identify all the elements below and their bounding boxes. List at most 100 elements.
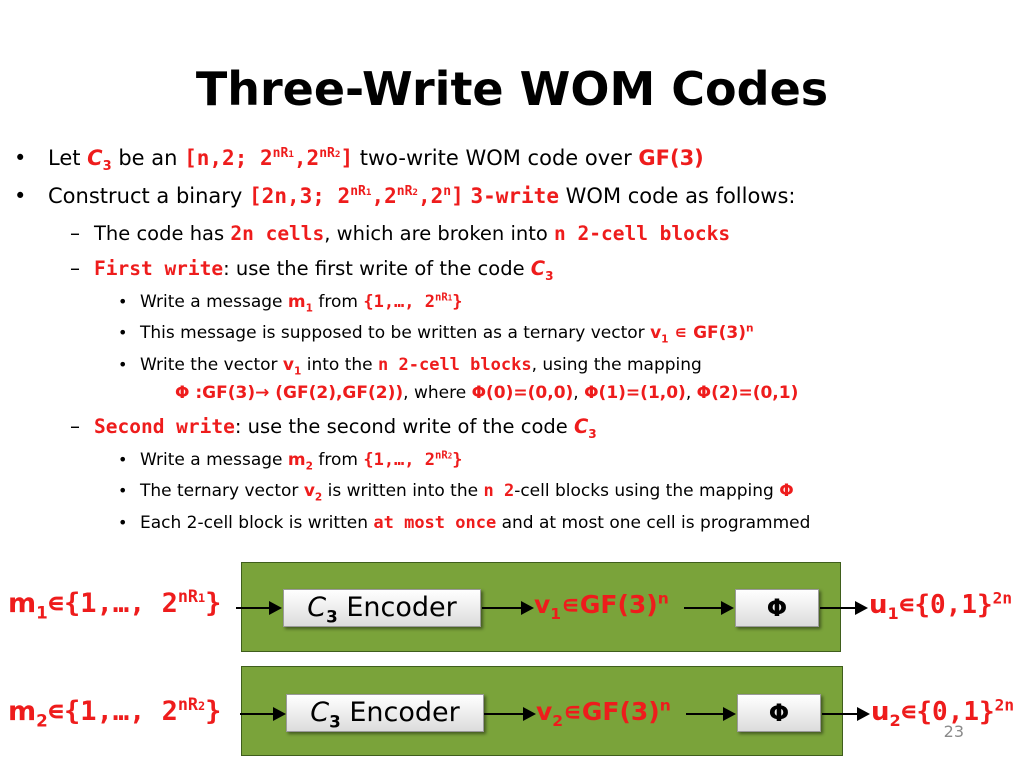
line-9-run-3: C xyxy=(573,415,589,438)
line-9-run-2: : use the second write of the code xyxy=(234,415,574,438)
line-1-run-7: 1 xyxy=(288,149,294,160)
row2-mid-v: v xyxy=(536,697,553,726)
row2-output-sup: 2n xyxy=(994,695,1015,715)
line-1-run-1: Let xyxy=(48,146,88,170)
line-5-run-4: from xyxy=(312,292,364,312)
line-1-run-13: GF(3) xyxy=(638,146,704,170)
bullet-line-4: First write: use the first write of the … xyxy=(94,257,554,283)
row2-input-close: } xyxy=(205,696,222,727)
row1-arrow-mid1 xyxy=(482,601,534,615)
line-7-run-2: v xyxy=(282,355,295,375)
row2-encoder-c: C xyxy=(310,697,330,728)
line-4-run-3: C xyxy=(530,257,546,280)
line-9-run-4: 3 xyxy=(588,426,597,441)
line-1-run-11: ] xyxy=(340,146,354,170)
line-10-run-7: 2 xyxy=(447,451,453,461)
line-1-run-6: nR xyxy=(272,146,289,161)
bullet-marker-level-2: – xyxy=(70,221,80,245)
row1-mid-sup: n xyxy=(657,589,669,608)
row2-output-sub: 2 xyxy=(889,711,901,731)
bullet-marker-level-2: – xyxy=(70,256,80,280)
line-8-run-7: Φ(2)=(0,1) xyxy=(696,383,799,403)
line-10-run-1: Write a message xyxy=(140,450,288,470)
line-5-run-6: nR xyxy=(435,291,448,304)
line-10-run-4: from xyxy=(312,450,364,470)
line-6-run-1: This message is supposed to be written a… xyxy=(140,323,651,343)
line-10-run-3: 2 xyxy=(305,460,313,473)
line-8-run-4: , xyxy=(573,383,585,403)
line-7-run-4: into the xyxy=(301,355,379,375)
line-5-run-3: 1 xyxy=(305,302,313,315)
row1-input-sup2: 1 xyxy=(198,591,206,605)
bullet-line-10: Write a message m2 from {1,…, 2nR2} xyxy=(140,450,463,473)
row2-input-sub: 2 xyxy=(36,710,48,731)
line-2-run-1: Construct a binary xyxy=(48,184,250,208)
row1-encoder: C3 Encoder xyxy=(283,589,481,627)
line-11-run-5: n 2 xyxy=(483,481,515,501)
line-3-run-3: , which are broken into xyxy=(324,222,555,245)
row1-output-label: u1∊{0,1}2n xyxy=(869,590,1012,624)
line-10-run-2: m xyxy=(287,450,306,470)
row1-input-close: } xyxy=(205,588,222,619)
line-6-run-2: v xyxy=(650,323,662,343)
line-12-run-1: Each 2-cell block is written xyxy=(140,513,374,533)
line-1-run-12: two-write WOM code over xyxy=(353,146,639,170)
row1-arrow-out xyxy=(820,601,868,615)
row2-arrow-out xyxy=(822,707,870,721)
row1-output-sub: 1 xyxy=(887,604,899,624)
row2-mid-label: v2∊GF(3)n xyxy=(536,697,671,729)
line-7-run-3: 1 xyxy=(294,365,302,378)
row2-arrow-mid2 xyxy=(686,707,736,721)
line-1-run-5: [n,2; 2 xyxy=(184,146,273,170)
row1-phi-block: Φ xyxy=(735,589,819,627)
row2-input-label: m2∊{1,…, 2nR2} xyxy=(8,694,222,731)
row2-arrow-in xyxy=(240,707,286,721)
line-11-run-6: -cell blocks using the mapping xyxy=(514,481,780,501)
bullet-marker-level-2: – xyxy=(70,414,80,438)
line-11-run-4: is written into the xyxy=(322,481,484,501)
line-1-run-2: C xyxy=(87,146,103,170)
line-2-run-8: ,2 xyxy=(417,184,444,208)
line-1-run-10: 2 xyxy=(334,149,341,160)
bullet-line-2: Construct a binary [2n,3; 2nR1,2nR2,2n] … xyxy=(48,184,796,208)
row1-encoder-label: Encoder xyxy=(337,592,457,623)
line-2-run-12: 3-write xyxy=(470,184,559,208)
line-7-run-1: Write the vector xyxy=(140,355,283,375)
row1-mid-rest: ∊GF(3) xyxy=(561,590,658,619)
bullet-line-3: The code has 2n cells, which are broken … xyxy=(94,222,730,245)
row2-arrow-mid1 xyxy=(484,707,536,721)
line-7-run-5: n 2-cell blocks xyxy=(378,355,532,375)
row2-input-sup: nR xyxy=(177,694,198,714)
row1-mid-label: v1∊GF(3)n xyxy=(534,589,669,622)
row1-input-sub: 1 xyxy=(36,602,48,623)
line-11-run-2: v xyxy=(303,481,315,501)
bullet-marker-level-3: • xyxy=(118,355,128,374)
bullet-marker-level-1: • xyxy=(14,184,27,208)
line-11-run-1: The ternary vector xyxy=(140,481,304,501)
line-4-run-4: 3 xyxy=(545,268,554,283)
line-4-run-1: First write xyxy=(94,257,224,280)
line-5-run-7: 1 xyxy=(447,293,453,303)
row1-phi-label: Φ xyxy=(766,594,788,622)
line-2-run-13: WOM code as follows: xyxy=(558,184,796,208)
line-2-run-3: nR xyxy=(350,184,366,199)
line-10-run-5: {1,…, 2 xyxy=(363,450,435,470)
line-10-run-8: } xyxy=(452,450,463,470)
line-2-run-6: nR xyxy=(396,184,413,199)
line-11-run-7: Φ xyxy=(779,481,794,501)
row1-input-rest: ∊{1,…, 2 xyxy=(47,588,178,619)
line-9-run-1: Second write xyxy=(94,415,235,438)
bullet-marker-level-3: • xyxy=(118,292,128,311)
bullet-line-6: This message is supposed to be written a… xyxy=(140,323,754,345)
bullet-marker-level-1: • xyxy=(14,146,27,170)
line-3-run-1: The code has xyxy=(94,222,231,245)
line-2-run-4: 1 xyxy=(365,187,372,198)
row2-encoder-label: Encoder xyxy=(340,697,460,728)
row2-phi-block: Φ xyxy=(737,694,821,732)
row1-input-label: m1∊{1,…, 2nR1} xyxy=(8,588,222,623)
line-3-run-4: n 2-cell blocks xyxy=(554,222,731,245)
line-8-run-2: , where xyxy=(403,383,472,403)
row2-output-label: u2∊{0,1}2n xyxy=(871,695,1015,731)
line-2-run-7: 2 xyxy=(412,187,418,198)
line-2-run-9: n xyxy=(443,184,452,199)
